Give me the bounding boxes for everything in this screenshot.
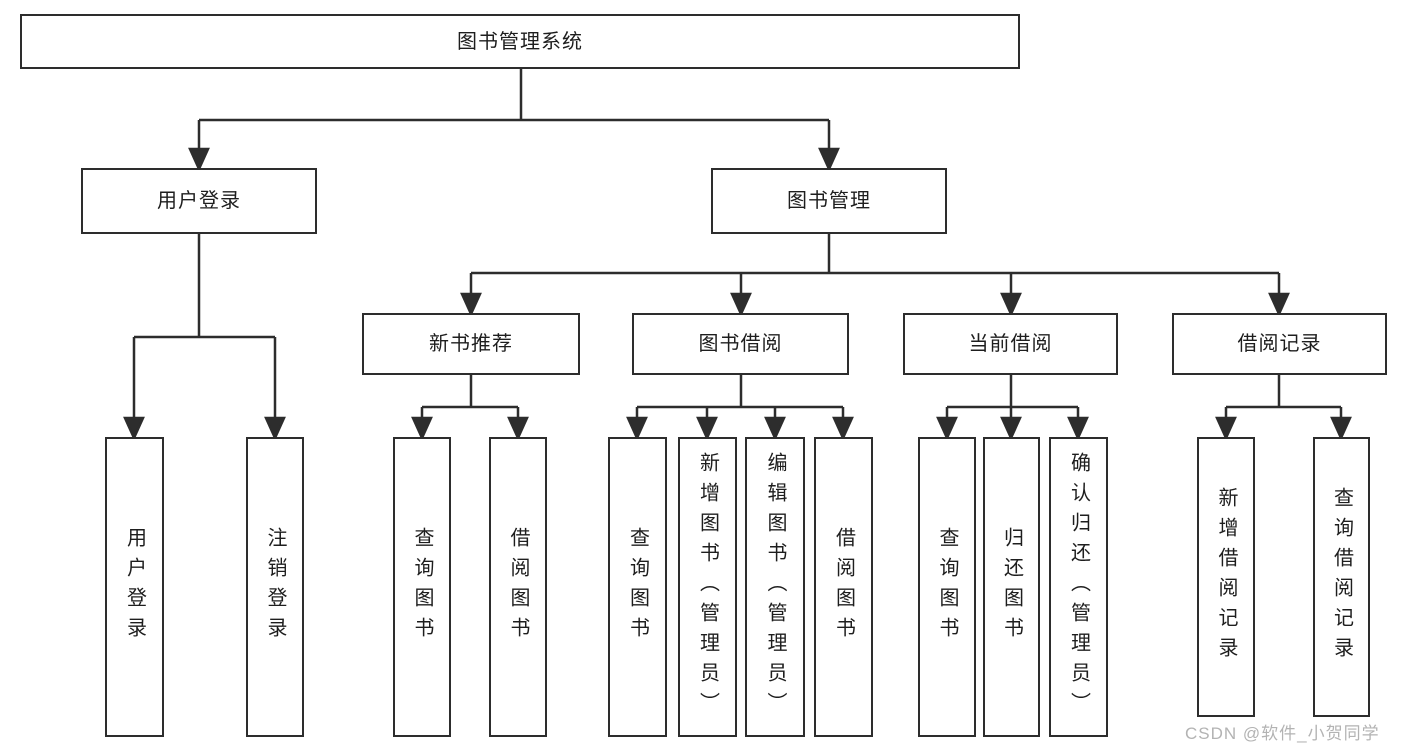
leaf-add-borrow-record: 新增借阅记录 (1197, 437, 1255, 717)
connector-borrow-records-to-children (1215, 374, 1352, 442)
node-book-borrowing: 图书借阅 (632, 313, 849, 375)
connector-book-mgmt-to-level3 (460, 233, 1290, 318)
leaf-edit-books-admin-label: 编辑图书（管理员） (764, 452, 786, 722)
leaf-user-login: 用户登录 (105, 437, 164, 737)
leaf-logout: 注销登录 (246, 437, 304, 737)
node-book-management-label: 图书管理 (787, 190, 871, 212)
leaf-query-borrow-record-label: 查询借阅记录 (1330, 487, 1353, 667)
node-new-book-recommend: 新书推荐 (362, 313, 580, 375)
node-current-borrowing-label: 当前借阅 (968, 333, 1053, 355)
leaf-return-books: 归还图书 (983, 437, 1040, 737)
leaf-query-books-borrowing: 查询图书 (608, 437, 667, 737)
leaf-confirm-return-admin: 确认归还（管理员） (1049, 437, 1108, 737)
leaf-user-login-label: 用户登录 (123, 527, 146, 647)
leaf-query-borrow-record: 查询借阅记录 (1313, 437, 1370, 717)
leaf-edit-books-admin: 编辑图书（管理员） (745, 437, 805, 737)
leaf-query-books-recommend: 查询图书 (393, 437, 451, 737)
leaf-add-books-admin-label: 新增图书（管理员） (696, 452, 719, 722)
node-book-borrowing-label: 图书借阅 (698, 333, 783, 355)
node-user-login-group-label: 用户登录 (157, 190, 241, 212)
node-borrow-records-label: 借阅记录 (1237, 333, 1322, 355)
connector-user-login-to-children (123, 233, 286, 442)
connector-root-to-level2 (188, 68, 840, 173)
leaf-add-borrow-record-label: 新增借阅记录 (1215, 487, 1237, 667)
node-current-borrowing: 当前借阅 (903, 313, 1118, 375)
node-root-label: 图书管理系统 (457, 30, 583, 53)
node-user-login-group: 用户登录 (81, 168, 317, 234)
connector-current-borrow-to-children (936, 374, 1089, 442)
csdn-watermark: CSDN @软件_小贺同学 (1185, 724, 1380, 743)
connector-new-book-rec-to-children (411, 374, 529, 442)
leaf-logout-label: 注销登录 (264, 527, 286, 647)
leaf-borrow-books-borrowing-label: 借阅图书 (832, 527, 855, 647)
leaf-query-books-borrowing-label: 查询图书 (626, 527, 649, 647)
node-root: 图书管理系统 (20, 14, 1020, 69)
node-borrow-records: 借阅记录 (1172, 313, 1387, 375)
leaf-borrow-books-borrowing: 借阅图书 (814, 437, 873, 737)
leaf-query-books-current-label: 查询图书 (936, 527, 958, 647)
node-book-management: 图书管理 (711, 168, 947, 234)
leaf-query-books-current: 查询图书 (918, 437, 976, 737)
leaf-borrow-books-recommend-label: 借阅图书 (507, 527, 529, 647)
leaf-borrow-books-recommend: 借阅图书 (489, 437, 547, 737)
connector-book-borrow-to-children (626, 374, 854, 442)
leaf-confirm-return-admin-label: 确认归还（管理员） (1067, 452, 1090, 722)
leaf-return-books-label: 归还图书 (1000, 527, 1023, 647)
leaf-add-books-admin: 新增图书（管理员） (678, 437, 737, 737)
leaf-query-books-recommend-label: 查询图书 (411, 527, 433, 647)
node-new-book-recommend-label: 新书推荐 (429, 333, 513, 355)
